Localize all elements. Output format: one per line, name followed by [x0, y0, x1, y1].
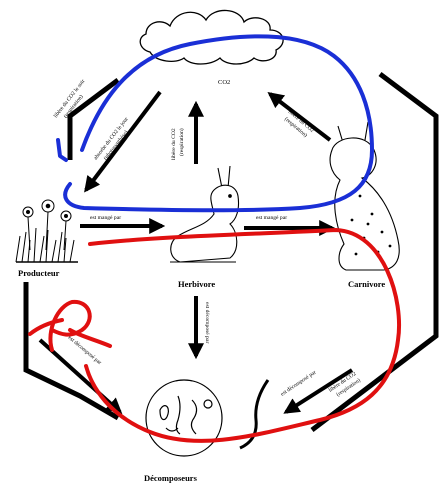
- producer-to-decomposer-frame: [23, 282, 120, 421]
- label-prod-co2-in: absorbe du CO2 le jour (photosynthèse): [93, 116, 130, 161]
- carnivore-illustration: [329, 121, 400, 271]
- svg-text:libère du CO2: libère du CO2: [171, 128, 177, 160]
- carnivore-label: Carnivore: [348, 279, 385, 289]
- herbivore-label: Herbivore: [178, 279, 215, 289]
- cloud-icon: [139, 9, 284, 65]
- svg-text:(respiration): (respiration): [178, 128, 185, 156]
- svg-text:est décomposé par: est décomposé par: [204, 302, 210, 343]
- label-herb-co2: libère du CO2 (respiration): [171, 128, 185, 160]
- arrow-co2-to-prod: [84, 90, 162, 193]
- arrow-carn-to-decomp: [283, 368, 354, 414]
- producer-label: Producteur: [18, 268, 60, 278]
- decomposeurs-label: Décomposeurs: [144, 473, 198, 483]
- co2-label: CO2: [218, 79, 230, 86]
- arrow-carn-to-co2: [267, 92, 332, 142]
- producer-illustration: [15, 199, 78, 263]
- producer-to-co2-frame: [67, 78, 120, 160]
- herbivore-illustration: [170, 165, 240, 263]
- outer-cycle-arrows: [23, 72, 439, 432]
- decomposer-to-co2-frame: [310, 72, 439, 432]
- red-scribble-annotation: [28, 228, 401, 443]
- label-herb-decomp: est décomposé par: [204, 302, 210, 343]
- blue-scribble-annotation: [56, 34, 374, 213]
- decomposer-illustration: [145, 379, 270, 457]
- label-prod-to-herb: est mangé par: [90, 215, 121, 221]
- label-herb-to-carn: est mangé par: [256, 215, 287, 221]
